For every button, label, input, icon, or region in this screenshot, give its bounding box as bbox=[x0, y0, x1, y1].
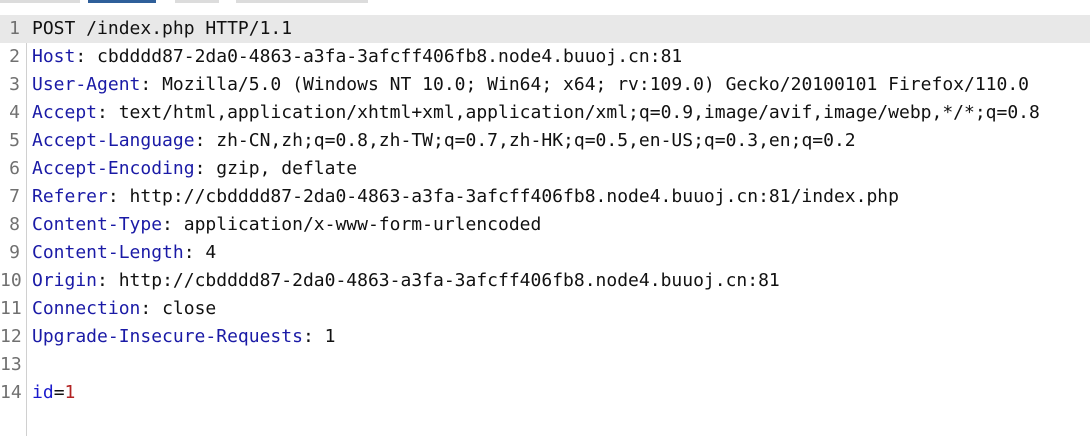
line-number: 2 bbox=[9, 46, 20, 67]
header-value: close bbox=[162, 298, 217, 319]
header-separator: : bbox=[140, 298, 163, 319]
line-number: 12 bbox=[0, 326, 22, 347]
header-separator: : bbox=[97, 102, 119, 123]
line-number: 13 bbox=[0, 354, 22, 375]
line-content: User-Agent: Mozilla/5.0 (Windows NT 10.0… bbox=[32, 71, 1029, 99]
header-name: Accept-Encoding bbox=[32, 158, 195, 179]
editor-line[interactable]: 2 Host: cbdddd87-2da0-4863-a3fa-3afcff406… bbox=[0, 43, 1090, 71]
header-name: Upgrade-Insecure-Requests bbox=[32, 326, 303, 347]
header-separator: : bbox=[75, 46, 98, 67]
line-content: Accept-Language: zh-CN,zh;q=0.8,zh-TW;q=… bbox=[32, 127, 856, 155]
header-separator: : bbox=[302, 326, 325, 347]
header-name: Accept-Language bbox=[32, 130, 195, 151]
line-content: Content-Length: 4 bbox=[32, 239, 216, 267]
line-number: 4 bbox=[9, 102, 20, 123]
header-separator: : bbox=[162, 214, 184, 235]
body-param-name: id bbox=[32, 382, 54, 403]
line-number: 3 bbox=[9, 74, 20, 95]
gutter-divider bbox=[26, 15, 27, 436]
header-value: 4 bbox=[205, 242, 217, 263]
header-separator: : bbox=[140, 74, 163, 95]
header-value: cbdddd87-2da0-4863-a3fa-3afcff406fb8.nod… bbox=[97, 46, 683, 67]
tab-3[interactable] bbox=[175, 0, 219, 3]
header-value: text/html,application/xhtml+xml,applicat… bbox=[118, 102, 1040, 123]
line-number: 9 bbox=[9, 242, 20, 263]
line-content: POST /index.php HTTP/1.1 bbox=[32, 15, 292, 43]
body-param-value: 1 bbox=[64, 382, 76, 403]
header-separator: : bbox=[194, 158, 217, 179]
header-value: 1 bbox=[324, 326, 336, 347]
line-number: 7 bbox=[9, 186, 20, 207]
line-content: Upgrade-Insecure-Requests: 1 bbox=[32, 323, 335, 351]
header-separator: : bbox=[97, 270, 119, 291]
line-content: Content-Type: application/x-www-form-url… bbox=[32, 211, 541, 239]
header-value: gzip, deflate bbox=[216, 158, 358, 179]
header-value: zh-CN,zh;q=0.8,zh-TW;q=0.7,zh-HK;q=0.5,e… bbox=[216, 130, 856, 151]
header-value: Mozilla/5.0 (Windows NT 10.0; Win64; x64… bbox=[162, 74, 1030, 95]
editor-line[interactable]: 10 Origin: http://cbdddd87-2da0-4863-a3fa… bbox=[0, 267, 1090, 295]
header-name: Referer bbox=[32, 186, 108, 207]
line-content: Referer: http://cbdddd87-2da0-4863-a3fa-… bbox=[32, 183, 899, 211]
header-separator: : bbox=[183, 242, 206, 263]
line-content: Accept: text/html,application/xhtml+xml,… bbox=[32, 99, 1040, 127]
line-number: 1 bbox=[9, 18, 20, 39]
line-number: 14 bbox=[0, 382, 22, 403]
tab-2-active[interactable] bbox=[88, 0, 156, 3]
editor-line[interactable]: 6 Accept-Encoding: gzip, deflate bbox=[0, 155, 1090, 183]
editor-line[interactable]: 12 Upgrade-Insecure-Requests: 1 bbox=[0, 323, 1090, 351]
header-name: Accept bbox=[32, 102, 98, 123]
line-content: id=1 bbox=[32, 379, 75, 407]
line-number: 10 bbox=[0, 270, 22, 291]
message-tabs bbox=[0, 0, 1090, 3]
editor-line[interactable]: 1 POST /index.php HTTP/1.1 bbox=[0, 15, 1090, 43]
editor-line[interactable]: 7 Referer: http://cbdddd87-2da0-4863-a3fa… bbox=[0, 183, 1090, 211]
editor-line[interactable]: 3 User-Agent: Mozilla/5.0 (Windows NT 10.… bbox=[0, 71, 1090, 99]
body-param-eq: = bbox=[53, 382, 65, 403]
tab-4[interactable] bbox=[236, 0, 368, 3]
header-separator: : bbox=[107, 186, 130, 207]
header-name: Host bbox=[32, 46, 76, 67]
editor-line[interactable]: 8 Content-Type: application/x-www-form-ur… bbox=[0, 211, 1090, 239]
editor-line[interactable]: 5 Accept-Language: zh-CN,zh;q=0.8,zh-TW;q… bbox=[0, 127, 1090, 155]
header-name: User-Agent bbox=[32, 74, 141, 95]
line-content: Host: cbdddd87-2da0-4863-a3fa-3afcff406f… bbox=[32, 43, 682, 71]
header-value: application/x-www-form-urlencoded bbox=[183, 214, 542, 235]
editor-line[interactable]: 9 Content-Length: 4 bbox=[0, 239, 1090, 267]
editor-line[interactable]: 14 id=1 bbox=[0, 379, 1090, 407]
header-name: Content-Type bbox=[32, 214, 163, 235]
header-separator: : bbox=[194, 130, 217, 151]
tab-1[interactable] bbox=[0, 0, 80, 3]
editor-line[interactable]: 13 bbox=[0, 351, 1090, 379]
line-content: Connection: close bbox=[32, 295, 216, 323]
editor-line[interactable]: 4 Accept: text/html,application/xhtml+xml… bbox=[0, 99, 1090, 127]
request-editor[interactable]: 1 POST /index.php HTTP/1.1 2 Host: cbdddd87… bbox=[0, 15, 1090, 436]
line-content: Origin: http://cbdddd87-2da0-4863-a3fa-3… bbox=[32, 267, 780, 295]
header-name: Connection bbox=[32, 298, 141, 319]
line-number: 6 bbox=[9, 158, 20, 179]
line-number: 5 bbox=[9, 130, 20, 151]
header-value: http://cbdddd87-2da0-4863-a3fa-3afcff406… bbox=[118, 270, 780, 291]
header-value: http://cbdddd87-2da0-4863-a3fa-3afcff406… bbox=[129, 186, 899, 207]
header-name: Origin bbox=[32, 270, 98, 291]
line-content: Accept-Encoding: gzip, deflate bbox=[32, 155, 357, 183]
line-number: 8 bbox=[9, 214, 20, 235]
line-number: 11 bbox=[0, 298, 22, 319]
request-line: POST /index.php HTTP/1.1 bbox=[32, 18, 293, 39]
editor-line[interactable]: 11 Connection: close bbox=[0, 295, 1090, 323]
header-name: Content-Length bbox=[32, 242, 184, 263]
